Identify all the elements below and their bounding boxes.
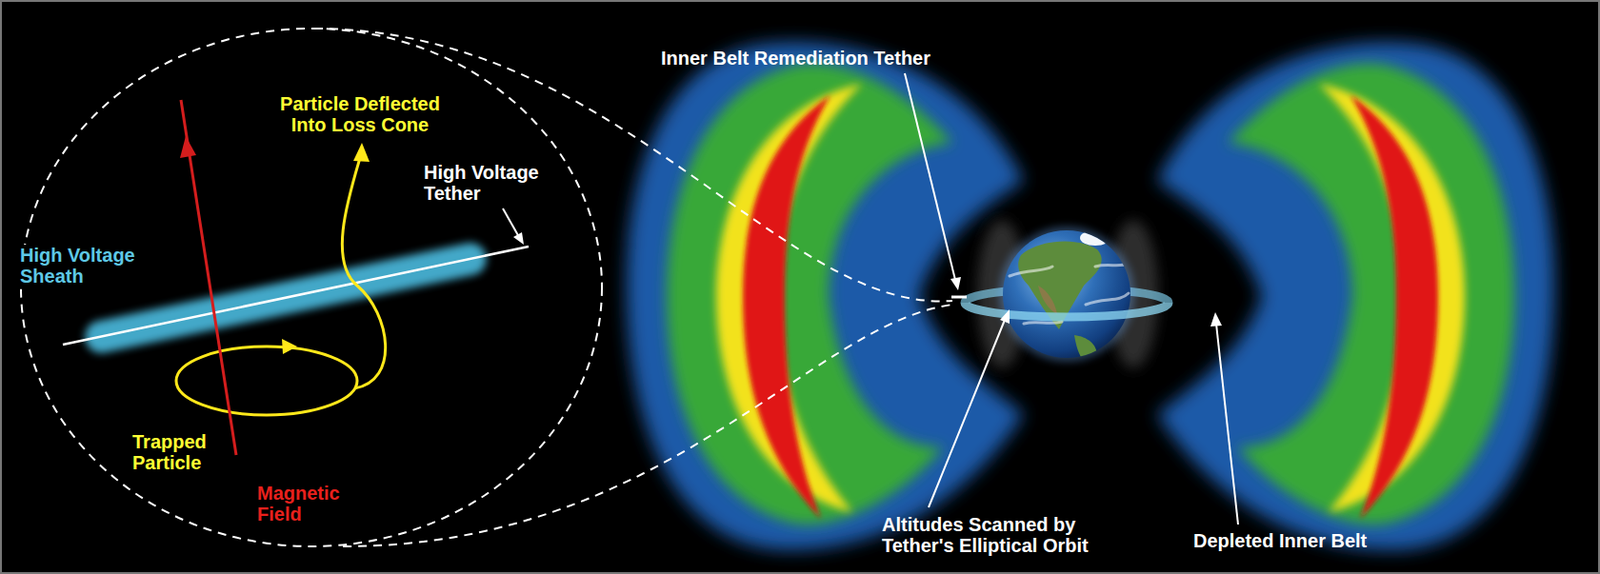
belt-callout: Depleted Inner Belt [1193,530,1367,552]
orbit-ring-front [964,302,1169,318]
zoom-line [342,304,953,547]
field-label: Magnetic Field [255,482,355,525]
leader-arrowhead [950,277,961,291]
tether-symbol [951,296,967,300]
particle-path-label: Particle Deflected Into Loss Cone [268,93,452,136]
leader-arrowhead [1000,309,1010,324]
leader-line [904,73,956,280]
deflected-path [341,158,385,389]
continent [1038,285,1058,315]
tether-label: High Voltage Tether [423,161,558,204]
leader-line [1216,323,1239,525]
trapped-particle-orbit [176,346,358,416]
leader-lines [502,73,1239,525]
earth [1002,230,1131,359]
magnetic-field-line [180,100,237,456]
orbit-arrowhead [281,339,298,355]
radiation-belt-right [1157,41,1555,551]
earth-land [1009,230,1132,365]
leader-line [502,208,520,238]
ice-cap [1080,230,1111,246]
sheath-label: High Voltage Sheath [18,244,156,287]
inset-outline [20,28,602,547]
earth-glow [999,226,1135,362]
deflected-arrowhead [353,142,370,162]
particle-label: Trapped Particle [130,431,230,474]
leader-arrowhead [1210,312,1222,327]
field-arrowhead [180,136,197,159]
tether-callout: Inner Belt Remediation Tether [660,47,931,69]
orbit-callout: Altitudes Scanned by Tether's Elliptical… [881,514,1120,557]
radiation-belt-left [626,41,1024,551]
continent [1074,335,1098,365]
leader-line [928,320,1005,508]
leader-arrowhead [513,232,524,245]
